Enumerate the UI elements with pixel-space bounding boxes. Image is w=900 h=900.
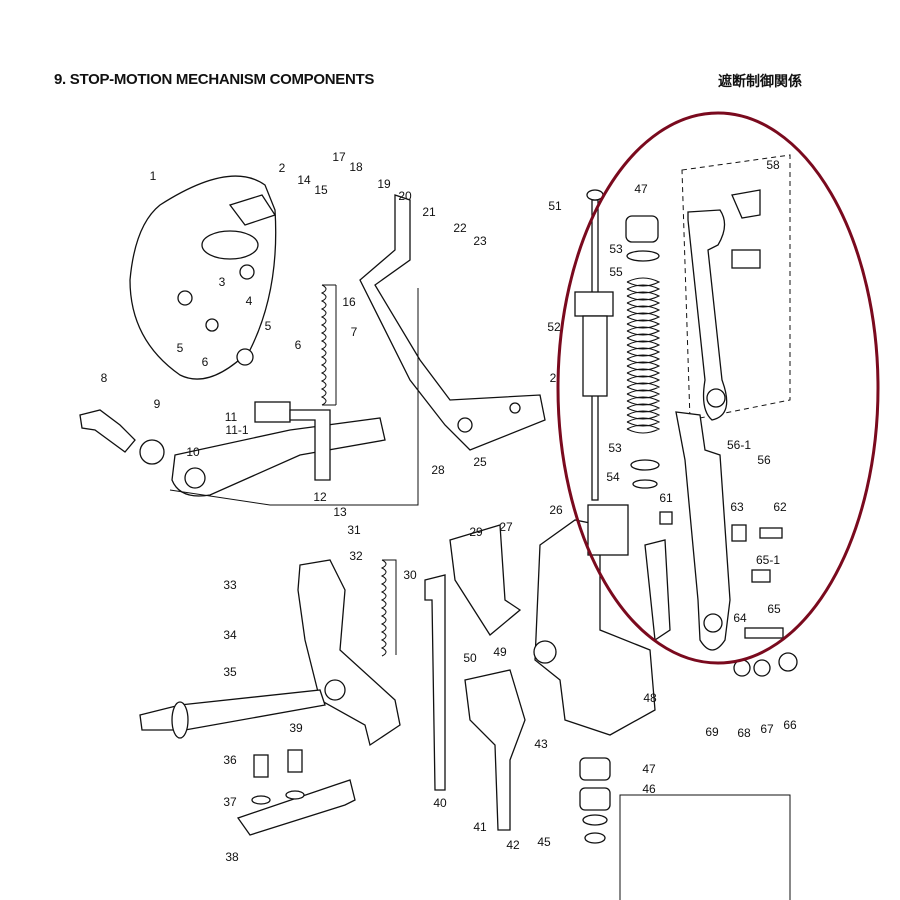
lever-plates-40-42 — [424, 524, 526, 831]
part-label: 51 — [548, 199, 562, 213]
part-label: 34 — [223, 628, 237, 642]
part-label: 48 — [643, 691, 657, 705]
part-label: 9 — [154, 397, 161, 411]
part-label: 47 — [642, 762, 656, 776]
part-label: 27 — [499, 520, 513, 534]
part-label: 36 — [223, 753, 237, 767]
part-label: 5 — [177, 341, 184, 355]
screws-36-37 — [251, 749, 305, 805]
part-label: 2 — [279, 161, 286, 175]
stop-lever-56 — [644, 411, 731, 651]
part-label: 29 — [469, 525, 483, 539]
part-label: 67 — [760, 722, 774, 736]
part-label: 43 — [534, 737, 548, 751]
part-label: 19 — [377, 177, 391, 191]
leader-line — [169, 288, 419, 506]
part-label: 15 — [314, 183, 328, 197]
mounting-plate-33 — [297, 559, 401, 747]
lever-bracket-10 — [171, 401, 386, 497]
part-label: 55 — [609, 265, 623, 279]
part-label: 25 — [473, 455, 487, 469]
part-label: 5 — [265, 319, 272, 333]
part-label: 40 — [433, 796, 447, 810]
part-label: 12 — [313, 490, 327, 504]
part-label: 56 — [757, 453, 771, 467]
part-label: 33 — [223, 578, 237, 592]
part-label: 7 — [351, 325, 358, 339]
part-label: 69 — [705, 725, 719, 739]
cam-disc-part — [129, 175, 277, 380]
part-label: 13 — [333, 505, 347, 519]
part-label: 26 — [549, 503, 563, 517]
part-label: 28 — [431, 463, 445, 477]
part-label: 11 — [225, 410, 238, 424]
part-label: 8 — [101, 371, 108, 385]
page-title-japanese: 遮断制御関係 — [718, 74, 802, 90]
highlight-ellipse — [556, 111, 880, 665]
screws-and-washers-61-69 — [659, 511, 798, 677]
arm-lever-20 — [359, 194, 546, 451]
page-title: 9. STOP-MOTION MECHANISM COMPONENTS — [54, 71, 375, 88]
part-label: 49 — [493, 645, 507, 659]
part-label: 4 — [246, 294, 253, 308]
part-label: 53 — [609, 242, 623, 256]
part-label: 1 — [150, 169, 157, 183]
part-label: 3 — [219, 275, 226, 289]
part-label: 54 — [606, 470, 620, 484]
part-label: 16 — [342, 295, 356, 309]
part-label: 11-1 — [225, 423, 248, 437]
part-label: 62 — [773, 500, 787, 514]
part-label: 21 — [422, 205, 436, 219]
part-label: 10 — [186, 445, 200, 459]
part-label: 17 — [332, 150, 346, 164]
part-label: 37 — [223, 795, 237, 809]
part-label: 61 — [659, 491, 673, 505]
part-label: 58 — [766, 158, 780, 172]
part-label: 30 — [403, 568, 417, 582]
part-label: 31 — [347, 523, 361, 537]
part-label: 53 — [608, 441, 622, 455]
part-label: 35 — [223, 665, 237, 679]
part-label: 65-1 — [756, 553, 780, 567]
rod-51-52 — [574, 189, 614, 501]
stop-lever-56-1 — [681, 154, 791, 421]
stud-8-and-ring-9 — [79, 409, 165, 465]
inset-frame — [619, 794, 791, 900]
part-label: 42 — [506, 838, 520, 852]
part-label: 18 — [349, 160, 363, 174]
tension-spring-32 — [380, 559, 397, 657]
part-label: 6 — [202, 355, 209, 369]
part-label: 47 — [634, 182, 648, 196]
part-label: 68 — [737, 726, 751, 740]
part-label: 39 — [289, 721, 303, 735]
part-label: 6 — [295, 338, 302, 352]
part-label: 66 — [783, 718, 797, 732]
part-label: 56-1 — [727, 438, 751, 452]
part-label: 46 — [642, 782, 656, 796]
part-label: 65 — [767, 602, 781, 616]
part-label: 20 — [398, 189, 412, 203]
tension-spring-7 — [320, 284, 337, 406]
part-label: 52 — [547, 320, 561, 334]
shaft-35 — [139, 689, 326, 739]
part-label: 32 — [349, 549, 363, 563]
part-label: 23 — [473, 234, 487, 248]
part-label: 50 — [463, 651, 477, 665]
part-label: 38 — [225, 850, 239, 864]
part-label: 14 — [297, 173, 311, 187]
part-label: 2 — [550, 371, 557, 385]
spring-stack-47-55 — [579, 215, 661, 844]
part-label: 41 — [473, 820, 487, 834]
part-label: 63 — [730, 500, 744, 514]
bracket-38 — [236, 779, 356, 836]
part-label: 22 — [453, 221, 467, 235]
part-label: 45 — [537, 835, 551, 849]
part-label: 64 — [733, 611, 747, 625]
